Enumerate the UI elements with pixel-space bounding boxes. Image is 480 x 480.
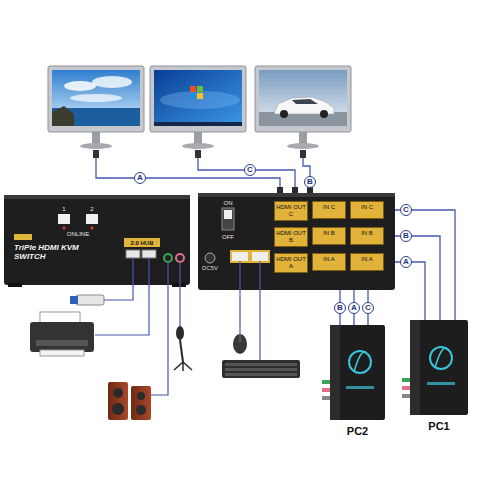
hdmi-port: HDMI OUT A <box>274 253 308 273</box>
port-label: HDMI OUT C <box>276 204 306 218</box>
callout-holder: B <box>334 302 346 314</box>
pc-tower-body <box>402 320 468 415</box>
mouse <box>233 334 247 354</box>
hdmi-port: IN C <box>350 201 384 219</box>
port-label: IN A <box>314 256 344 263</box>
monitor <box>255 66 351 158</box>
port-label: IN C <box>352 204 382 211</box>
hdmi-cable <box>395 236 440 320</box>
port-label: IN C <box>314 204 344 211</box>
label-holder: C <box>244 164 256 176</box>
label-holder: 2 <box>90 206 93 212</box>
monitor <box>150 66 246 158</box>
callout-letter: C <box>362 302 374 314</box>
front-panel-body <box>4 195 190 287</box>
callout-letter: B <box>304 176 316 188</box>
label-holder: ONLINE <box>67 231 89 237</box>
microphone <box>174 326 192 371</box>
port-label: HDMI OUT B <box>276 230 306 244</box>
port-label: IN A <box>352 256 382 263</box>
label-holder: 1 <box>62 206 65 212</box>
label-holder: B <box>304 176 316 188</box>
hdmi-plug <box>307 187 313 194</box>
label-holder: 2.0 HUB <box>130 240 153 246</box>
printer <box>30 312 94 356</box>
callout-letter: A <box>134 172 146 184</box>
callout-letter: A <box>400 256 412 268</box>
callout-holder: C <box>400 204 412 216</box>
callout-letter: C <box>244 164 256 176</box>
pc-tower: PC1 <box>410 320 468 433</box>
callout-letter: A <box>348 302 360 314</box>
hdmi-port: IN A <box>350 253 384 271</box>
product-name: TriPle HDMI KVM SWITCH <box>14 243 82 261</box>
hdmi-plug <box>292 187 298 194</box>
hdmi-cable <box>395 262 425 320</box>
pc-name: PC2 <box>347 424 368 438</box>
callout-letter: B <box>334 302 346 314</box>
led-label: ONLINE <box>67 231 89 237</box>
callout-holder: A <box>348 302 360 314</box>
rear-panel-body <box>198 193 395 290</box>
peripheral-cables <box>95 258 180 395</box>
port-label: IN B <box>314 230 344 237</box>
button-number: 1 <box>62 206 65 212</box>
label-holder: A <box>134 172 146 184</box>
usb-stick <box>70 295 104 305</box>
callout-letter: C <box>400 204 412 216</box>
label-holder: OFF <box>222 234 234 240</box>
speakers <box>108 382 151 420</box>
callout-holder: A <box>400 256 412 268</box>
hdmi-port: IN A <box>312 253 346 271</box>
label-holder: ON <box>224 200 233 206</box>
pc-name: PC1 <box>428 419 449 433</box>
callout-holder: C <box>362 302 374 314</box>
pc-tower: PC2 <box>330 325 385 438</box>
hdmi-plug <box>277 187 283 194</box>
front-panel: TriPle HDMI KVM SWITCH <box>4 195 190 285</box>
switch-label: ON <box>224 200 233 206</box>
port-label: HDMI OUT A <box>276 256 306 270</box>
hdmi-port: IN C <box>312 201 346 219</box>
monitor-cables <box>96 158 310 188</box>
callout-letter: B <box>400 230 412 242</box>
hdmi-cable <box>395 210 455 320</box>
rear-panel: DC5V HDMI OUT C IN C IN C HDMI OUT B IN B IN B… <box>198 193 395 290</box>
hdmi-port: HDMI OUT C <box>274 201 308 221</box>
hdmi-port: HDMI OUT B <box>274 227 308 247</box>
monitor <box>48 66 144 158</box>
power-label: DC5V <box>202 265 226 272</box>
hdmi-port: IN B <box>350 227 384 245</box>
pc-tower-body <box>322 325 385 420</box>
port-label: 2.0 HUB <box>130 240 153 246</box>
button-number: 2 <box>90 206 93 212</box>
port-label: IN B <box>352 230 382 237</box>
callout-holder: B <box>400 230 412 242</box>
hdmi-port: IN B <box>312 227 346 245</box>
keyboard <box>222 360 300 378</box>
switch-label: OFF <box>222 234 234 240</box>
